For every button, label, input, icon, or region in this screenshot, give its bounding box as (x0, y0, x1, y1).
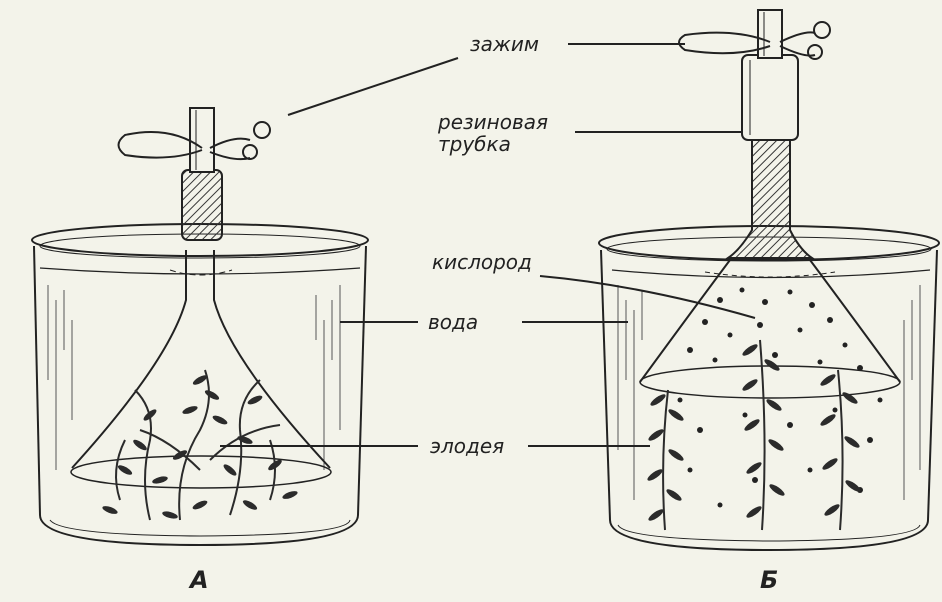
clamp-b (679, 22, 830, 59)
elodea-b (663, 340, 842, 530)
clamp-label: зажим (470, 34, 539, 54)
beaker-a (32, 224, 368, 545)
rubber-tube-label-line1: резиновая (438, 112, 548, 132)
water-label: вода (428, 312, 478, 332)
leader-lines (220, 44, 755, 446)
rubber-tube-a (182, 108, 222, 240)
caption-a: А (190, 566, 209, 594)
caption-b: Б (760, 566, 778, 594)
rubber-tube-b (728, 10, 812, 258)
elodea-label: элодея (430, 436, 504, 456)
funnel-b (640, 260, 900, 398)
rubber-tube-label-line2: трубка (438, 134, 511, 154)
oxygen-label: кислород (432, 252, 532, 272)
funnel-a (71, 250, 331, 488)
